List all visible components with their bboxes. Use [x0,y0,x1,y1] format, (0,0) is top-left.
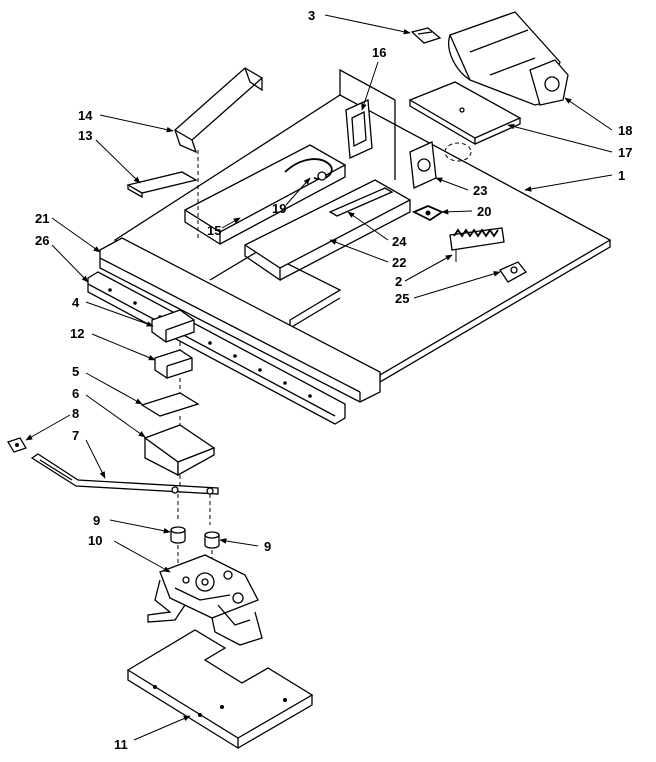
callout-24: 24 [392,234,407,249]
callout-16: 16 [372,45,386,60]
part-2-terminal-strip [449,227,505,262]
callout-3: 3 [308,8,315,23]
callout-1: 1 [618,168,625,183]
part-13-small-plate [126,171,198,199]
callout-10: 10 [88,533,102,548]
callout-26: 26 [35,233,49,248]
part-16-bracket [345,99,373,159]
callout-12: 12 [70,326,84,341]
callout-21: 21 [35,211,49,226]
leader-lines [25,14,613,741]
part-12-switch [154,349,193,395]
part-17-mounting-plate [408,81,522,146]
callout-25: 25 [395,291,409,306]
callout-19: 19 [272,201,286,216]
callout-13: 13 [78,128,92,143]
callout-9-right: 9 [264,539,271,554]
callout-14: 14 [78,108,93,123]
part-9-bushing-left [170,526,186,568]
part-24-strip [328,187,394,217]
callout-8: 8 [72,406,79,421]
callout-6: 6 [72,386,79,401]
callout-18: 18 [618,123,632,138]
part-5-insulator [140,392,200,430]
part-3-clip [410,27,442,44]
part-18-motor [448,11,569,106]
callout-23: 23 [473,183,487,198]
part-8-connector [7,437,27,453]
callout-11: 11 [114,737,128,752]
part-15-duct-tray [183,144,347,246]
part-10-mechanism [147,554,263,646]
callout-9-left: 9 [93,513,100,528]
part-14-angled-cover [173,67,264,240]
callout-7: 7 [72,428,79,443]
part-21-front-rail [99,237,381,403]
callout-5: 5 [72,364,79,379]
part-19-wire-clip [284,158,333,181]
callout-17: 17 [618,145,632,160]
part-7-linkage-rod [30,453,219,525]
part-6-cover-box [143,424,216,495]
callout-20: 20 [477,204,491,219]
part-9-bushing-right [204,531,220,565]
part-11-bottom-plate [126,629,314,750]
callout-4: 4 [72,295,80,310]
part-25-clip [499,261,527,283]
callout-2: 2 [395,274,402,289]
callout-labels: 3 16 14 13 18 17 1 23 20 19 15 24 22 2 2… [35,8,632,752]
callout-22: 22 [392,255,406,270]
callout-15: 15 [207,223,221,238]
